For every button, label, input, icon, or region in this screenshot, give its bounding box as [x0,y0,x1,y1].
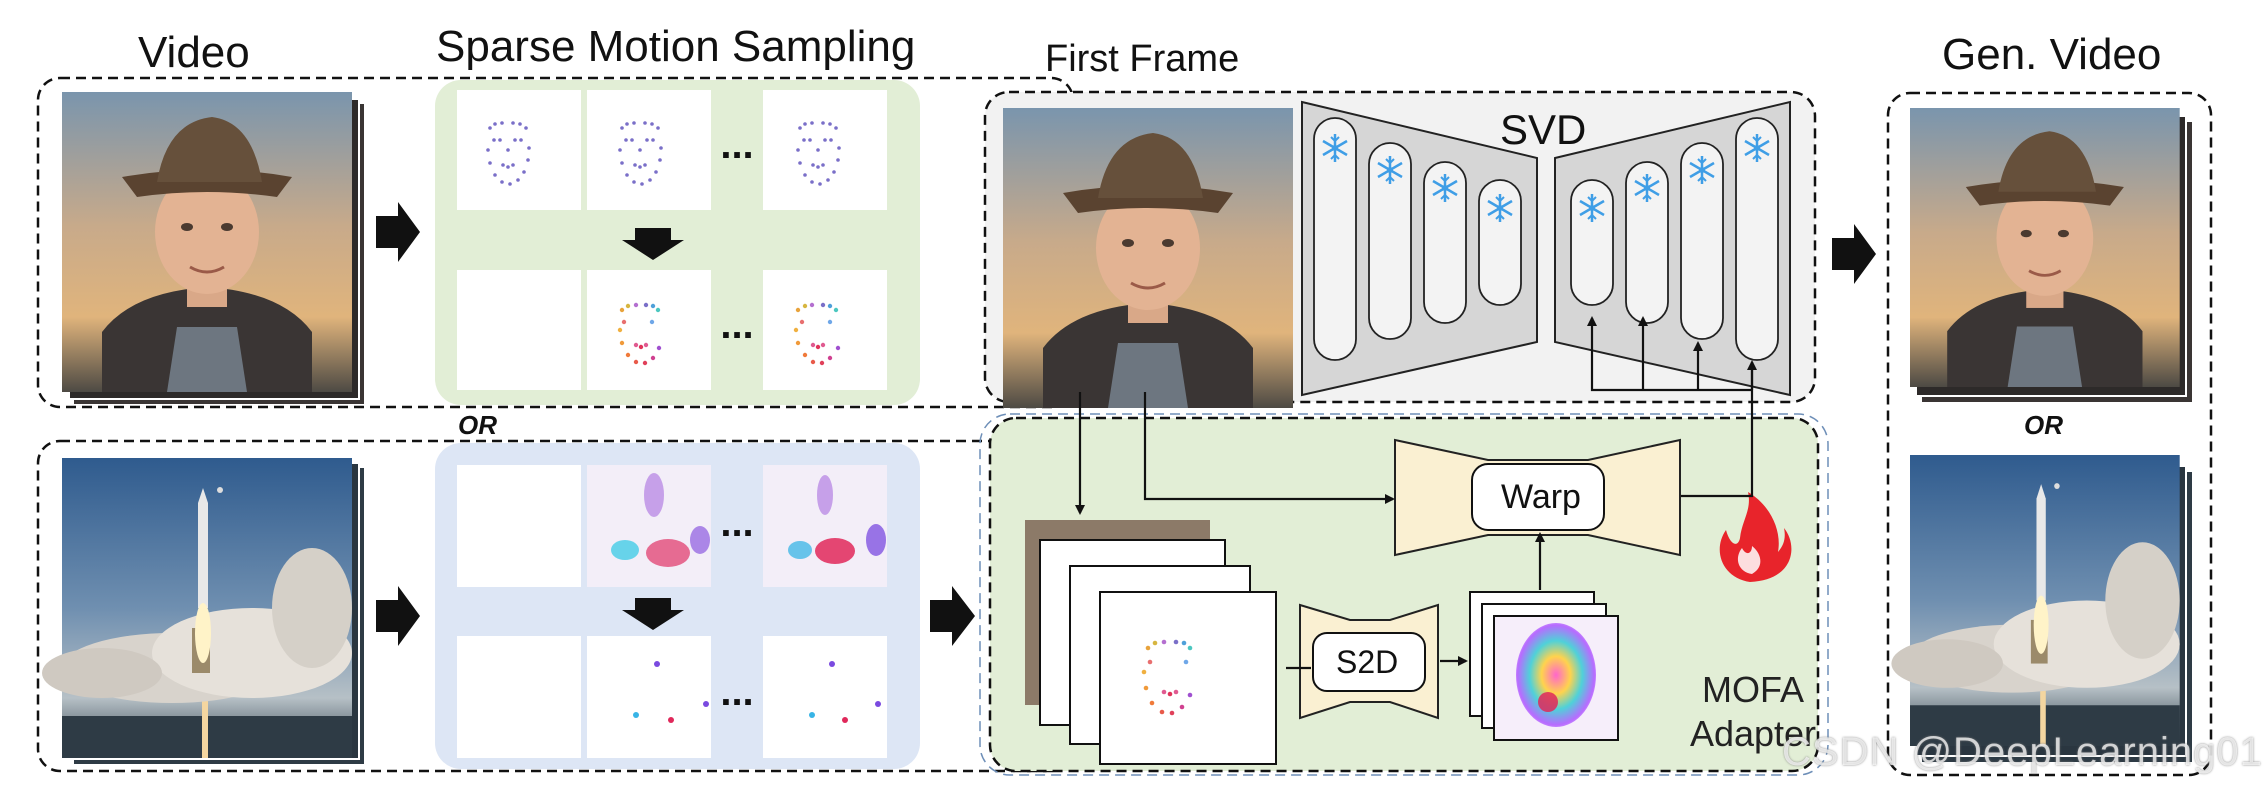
rocket-video-stack [42,458,364,764]
encoder-blocks [1313,117,1522,361]
face-sampling-bottom-row: ... [457,270,887,390]
down-arrow-icon [622,598,684,630]
s2d-box [1312,632,1426,692]
right-arrow-icon [376,586,420,646]
face-landmark-points [486,121,841,186]
sparse-motion-frame-stack [1025,520,1277,765]
face-ellipsis-top: ... [720,123,753,167]
warp-box [1471,463,1605,531]
dense-flow-frame-stack [1469,591,1619,741]
gen-video-title: Gen. Video [1942,30,2162,79]
right-arrow-icon [1832,224,1876,284]
rocket-sampling-top-row: ... [457,465,887,587]
first-frame-title: First Frame [1045,38,1240,80]
rocket-ellipsis-bottom: ... [720,670,753,714]
svd-decoder [1554,100,1791,397]
down-arrow-icon [622,228,684,260]
first-frame-image [1001,106,1295,410]
video-title: Video [138,28,250,77]
portrait-video-stack [60,90,364,404]
svd-label: SVD [1500,106,1587,153]
mofa-adapter-line1: MOFA [1701,669,1804,710]
face-sampling-top-row: ... [457,90,887,210]
gen-video-frame [1886,91,2213,777]
decoder-blocks [1570,117,1779,361]
gen-portrait-stack [1908,106,2192,402]
sparse-motion-points [617,302,841,366]
watermark: CSDN @DeepLearning01 [1782,730,2263,774]
warp-label: Warp [1501,478,1581,516]
right-arrow-icon [376,202,420,262]
fire-icon [1719,492,1792,582]
gen-rocket-stack [1891,455,2192,762]
sampling-title: Sparse Motion Sampling [436,22,916,71]
s2d-label: S2D [1336,644,1399,680]
mofa-adapter-label: MOFA Adapter [1688,668,1818,756]
svd-encoder [1301,100,1538,397]
face-ellipsis-bottom: ... [720,303,753,347]
connections [1075,316,1757,670]
right-arrow-icon [930,586,975,646]
portrait-row-frame [36,76,1075,409]
or-label-right: OR [2024,410,2063,440]
adapter-outer-outline [979,413,1829,776]
rocket-sampling-bottom-row: ... [457,636,887,758]
mofa-adapter-line2: Adapter [1689,713,1817,754]
rocket-ellipsis-top: ... [720,501,753,545]
or-label-left: OR [458,410,497,440]
